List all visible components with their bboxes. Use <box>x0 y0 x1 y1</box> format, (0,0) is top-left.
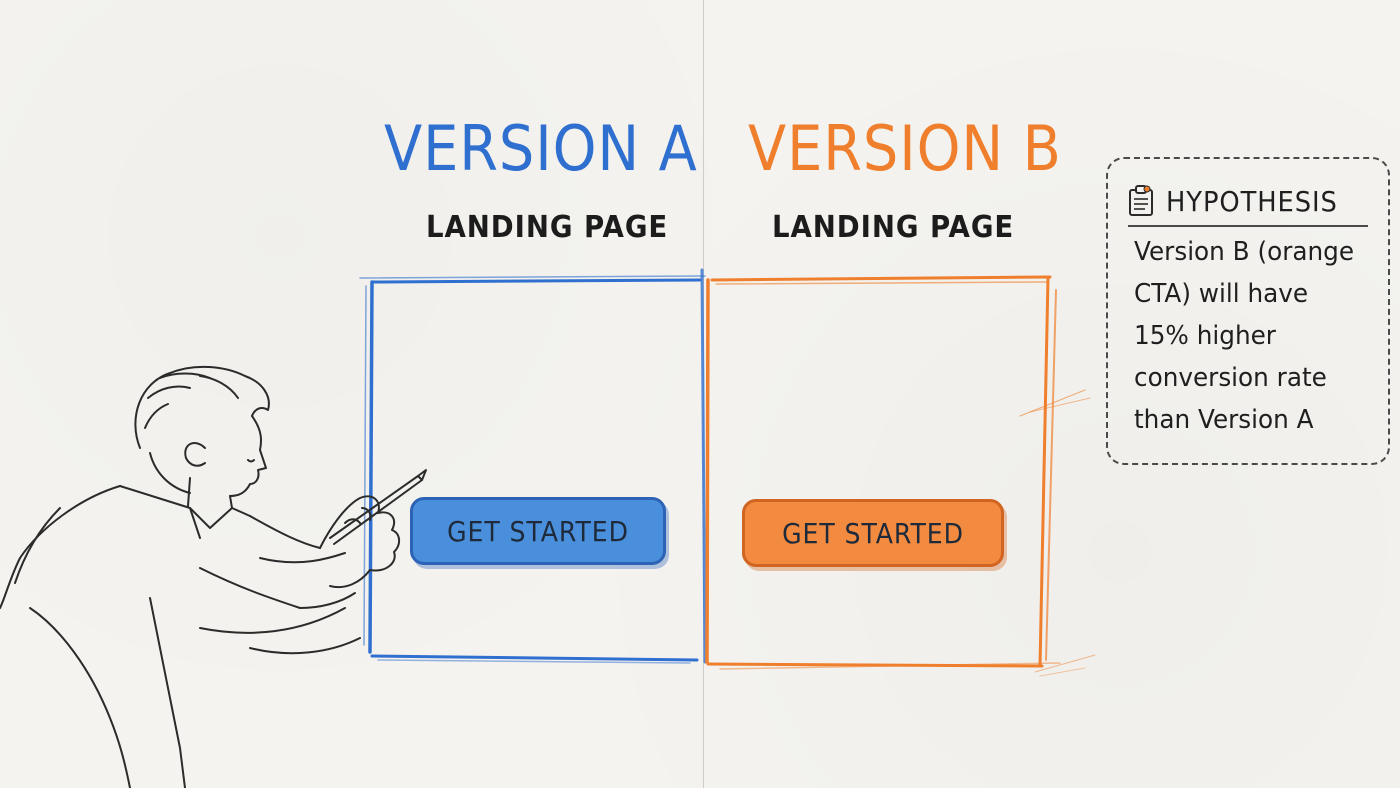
version-b-cta-button[interactable]: GET STARTED <box>742 499 1004 567</box>
hypothesis-line: conversion rate <box>1134 363 1327 393</box>
center-divider <box>703 0 704 788</box>
version-b-subtitle: LANDING PAGE <box>772 210 1015 245</box>
version-a-title: VERSION A <box>384 112 698 185</box>
version-b-title: VERSION B <box>748 112 1062 185</box>
hypothesis-line: than Version A <box>1134 405 1314 435</box>
version-a-cta-label: GET STARTED <box>447 514 629 548</box>
version-b-cta-label: GET STARTED <box>782 516 964 550</box>
version-a-subtitle: LANDING PAGE <box>426 210 669 245</box>
hypothesis-line: 15% higher <box>1134 321 1276 351</box>
person-pointing-pen-icon <box>0 365 427 788</box>
hypothesis-header: HYPOTHESIS <box>1128 177 1368 227</box>
hypothesis-line: Version B (orange <box>1134 237 1355 267</box>
hypothesis-note: HYPOTHESIS Version B (orange CTA) will h… <box>1106 157 1390 465</box>
version-a-cta-button[interactable]: GET STARTED <box>410 497 666 565</box>
hypothesis-title: HYPOTHESIS <box>1166 184 1338 218</box>
hypothesis-line: CTA) will have <box>1134 279 1309 309</box>
clipboard-icon <box>1129 185 1153 216</box>
